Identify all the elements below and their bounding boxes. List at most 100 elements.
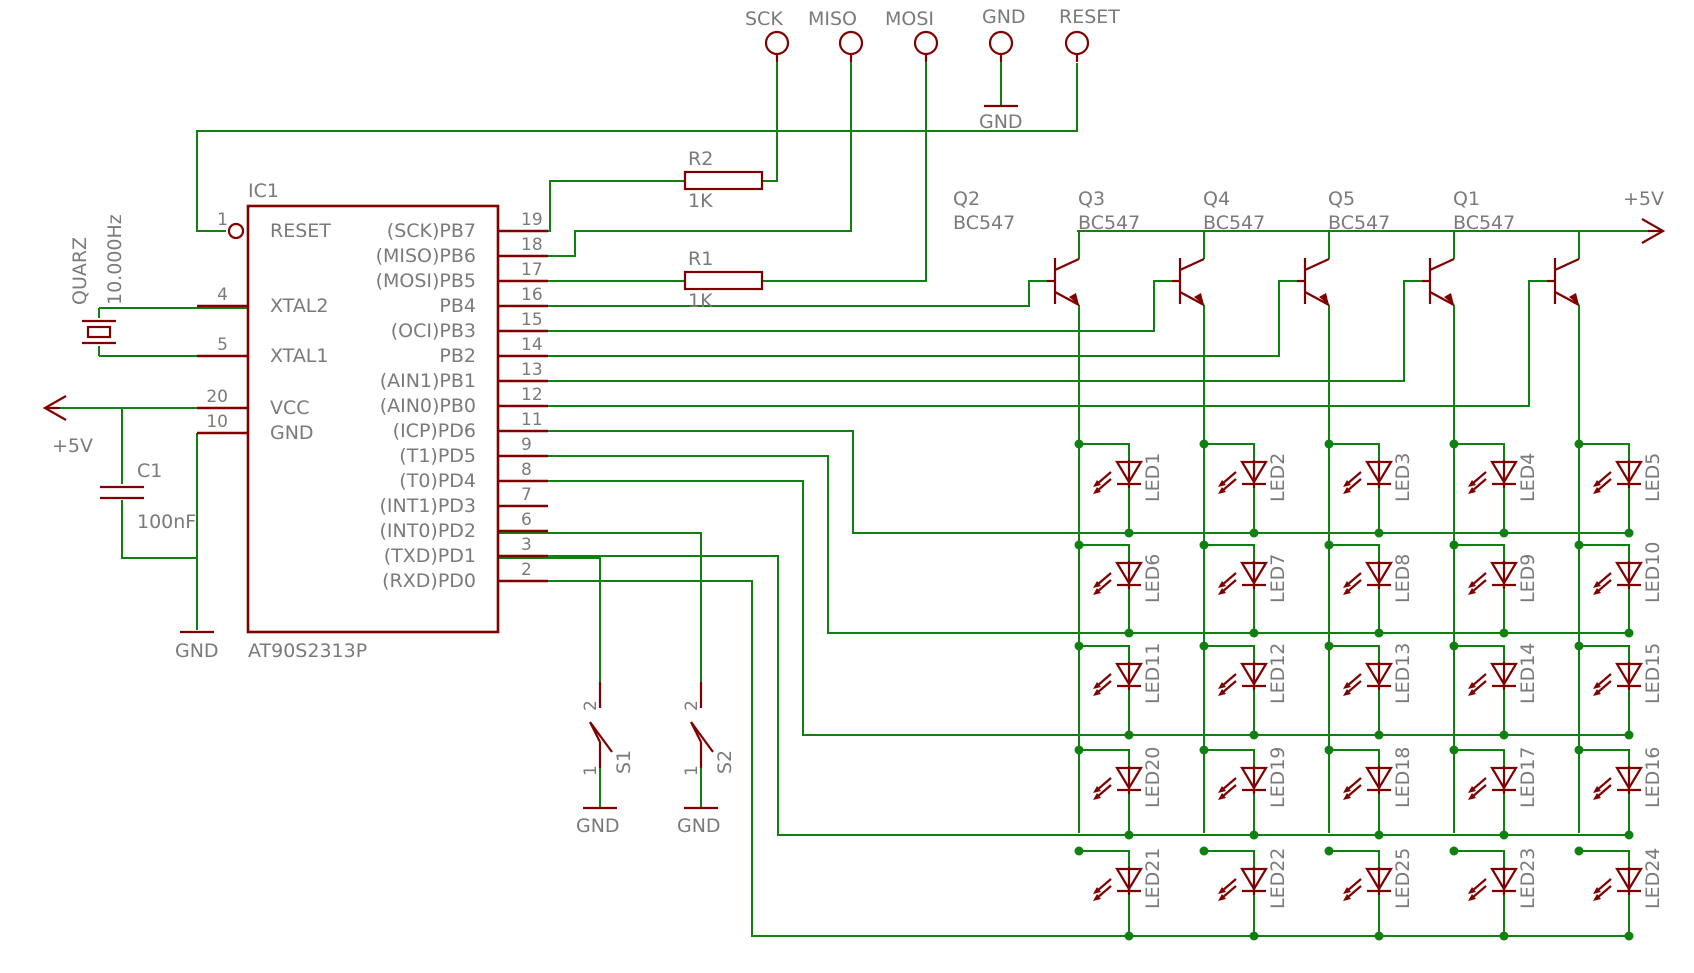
s1-pin2: 2 [581, 700, 601, 711]
led-label: LED11 [1142, 643, 1164, 704]
led-led1: LED1 [1093, 453, 1164, 502]
led-led17: LED17 [1468, 747, 1539, 808]
pin-name: (SCK)PB7 [387, 220, 476, 242]
ic-at90s2313: IC1 AT90S2313P [227, 180, 500, 662]
pin-number: 16 [521, 285, 543, 305]
pin-name: XTAL1 [270, 345, 328, 367]
transistor-part: BC547 [1078, 212, 1140, 234]
pin-name: (RXD)PD0 [382, 570, 476, 592]
led-led5: LED5 [1593, 453, 1664, 502]
led-label: LED12 [1267, 643, 1289, 704]
led-label: LED8 [1392, 554, 1414, 603]
s2-ref: S2 [714, 750, 736, 774]
ic-part: AT90S2313P [248, 640, 367, 662]
led-label: LED1 [1142, 453, 1164, 502]
pin-name: VCC [270, 397, 310, 419]
transistor-part: BC547 [1453, 212, 1515, 234]
switches: 2 1 S1 GND 2 1 S2 GND [576, 682, 736, 837]
led-label: LED2 [1267, 453, 1289, 502]
led-label: LED21 [1142, 848, 1164, 909]
led-label: LED20 [1142, 747, 1164, 808]
connector-label-miso: MISO [808, 8, 857, 30]
ic-pin-right-17: 17(MOSI)PB5 [376, 260, 548, 292]
pin-name: (T1)PD5 [399, 445, 476, 467]
led-led24: LED24 [1593, 848, 1664, 909]
s1-ref: S1 [613, 750, 635, 774]
ic-pin-right-13: 13(AIN1)PB1 [380, 360, 548, 392]
connector-label-reset: RESET [1059, 6, 1120, 28]
pin-name: (ICP)PD6 [393, 420, 476, 442]
pin-number: 4 [217, 285, 228, 305]
transistor-ref: Q3 [1078, 188, 1105, 210]
pin-name: (AIN0)PB0 [380, 395, 476, 417]
pin-name: GND [270, 422, 314, 444]
led-led15: LED15 [1593, 643, 1664, 704]
transistor-ref: Q2 [953, 188, 980, 210]
led-led20: LED20 [1093, 747, 1164, 808]
led-label: LED5 [1642, 453, 1664, 502]
r2-ref: R2 [688, 148, 713, 170]
ic-pin-right-11: 11(ICP)PD6 [393, 410, 548, 442]
ic-pin-right-15: 15(OCI)PB3 [391, 310, 548, 342]
s1-pin1: 1 [581, 765, 601, 776]
ic-pin-right-9: 9 (T1)PD5 [399, 435, 548, 467]
led-label: LED23 [1517, 848, 1539, 909]
led-led16: LED16 [1593, 747, 1664, 808]
transistor-ref: Q5 [1328, 188, 1355, 210]
led-led9: LED9 [1468, 554, 1539, 603]
led-led8: LED8 [1343, 554, 1414, 603]
matrix-wires [548, 231, 1634, 941]
r1-value: 1K [688, 290, 713, 312]
led-led2: LED2 [1218, 453, 1289, 502]
led-led25: LED25 [1343, 848, 1414, 909]
led-led13: LED13 [1343, 643, 1414, 704]
reset-inversion-bubble [227, 222, 245, 240]
led-led14: LED14 [1468, 643, 1539, 704]
led-label: LED3 [1392, 453, 1414, 502]
pad-reset [1064, 30, 1090, 56]
led-label: LED10 [1642, 542, 1664, 603]
quartz-value: 10.000Hz [104, 214, 126, 305]
ic-body [246, 204, 500, 634]
ic-pin-right-19: 19(SCK)PB7 [387, 210, 548, 242]
led-led11: LED11 [1093, 643, 1164, 704]
transistor-part: BC547 [1328, 212, 1390, 234]
ic-pin-right-18: 18(MISO)PB6 [376, 235, 548, 267]
pin-number: 5 [217, 335, 228, 355]
led-label: LED13 [1392, 643, 1414, 704]
led-label: LED22 [1267, 848, 1289, 909]
quartz-ref: QUARZ [69, 237, 91, 305]
led-led4: LED4 [1468, 453, 1539, 502]
pin-name: (INT1)PD3 [379, 495, 476, 517]
pin-number: 17 [521, 260, 543, 280]
led-label: LED14 [1517, 643, 1539, 704]
pin-number: 14 [521, 335, 543, 355]
pin-number: 10 [206, 412, 228, 432]
s1-gnd: GND [576, 815, 620, 837]
led-led19: LED19 [1218, 747, 1289, 808]
led-led22: LED22 [1218, 848, 1289, 909]
vcc-left-label: +5V [52, 435, 93, 457]
pin-number: 15 [521, 310, 543, 330]
led-label: LED16 [1642, 747, 1664, 808]
led-label: LED17 [1517, 747, 1539, 808]
transistor-ref: Q1 [1453, 188, 1480, 210]
c1-ref: C1 [137, 460, 162, 482]
pad-miso [838, 30, 864, 56]
pad-sck [764, 30, 790, 56]
pin-number: 2 [521, 560, 532, 580]
pin-name: XTAL2 [270, 295, 328, 317]
quartz-crystal: QUARZ 10.000Hz [69, 214, 126, 345]
led-led23: LED23 [1468, 848, 1539, 909]
pin-name: PB4 [439, 295, 476, 317]
pin-number: 9 [521, 435, 532, 455]
ic-pin-right-6: 6(INT0)PD2 [379, 510, 548, 542]
